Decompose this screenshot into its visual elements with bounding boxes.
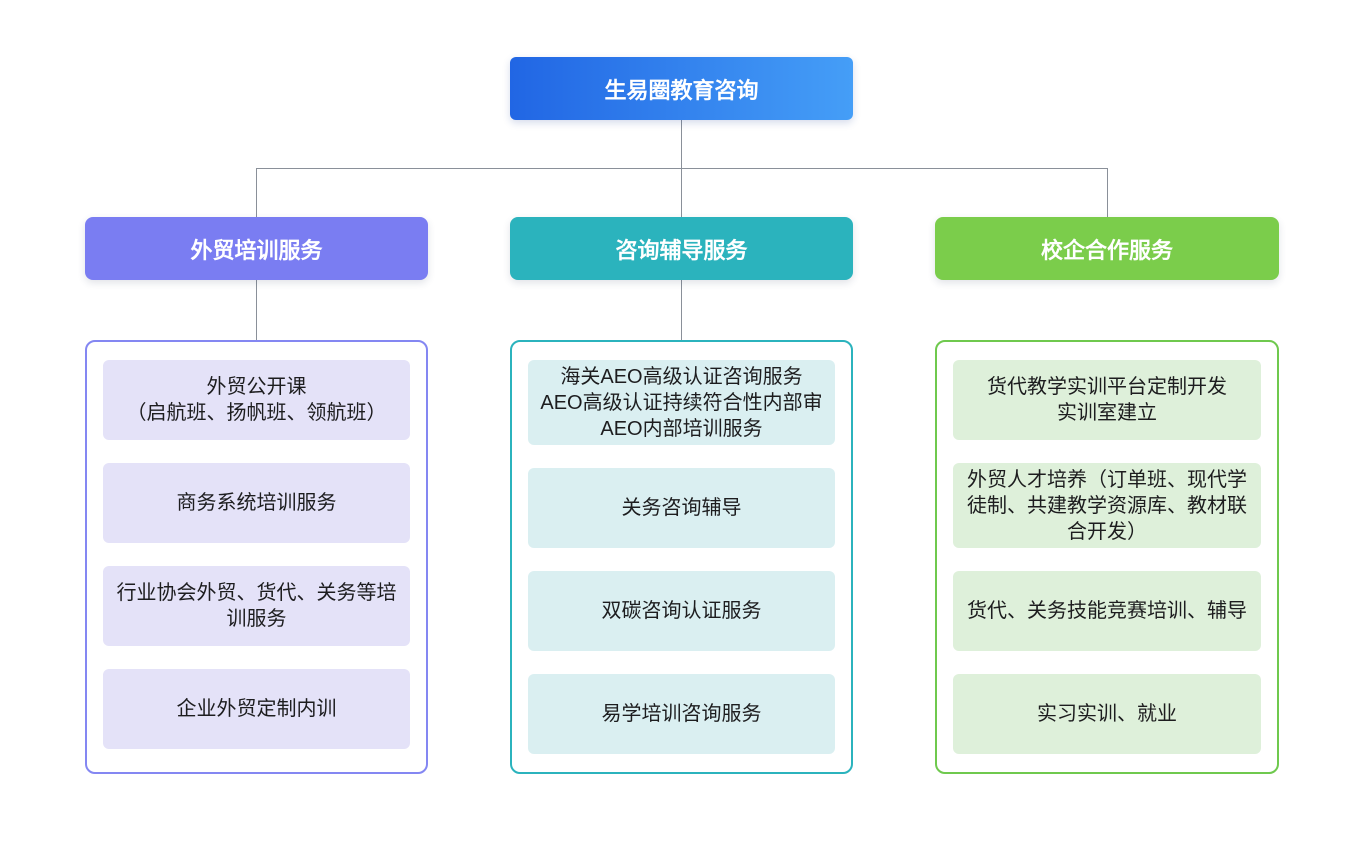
branch-header-school-enterprise: 校企合作服务 bbox=[935, 217, 1279, 280]
branch-container-school-enterprise: 货代教学实训平台定制开发 实训室建立 外贸人才培养（订单班、现代学徒制、共建教学… bbox=[935, 340, 1279, 774]
connector-drop-line-1 bbox=[256, 168, 257, 217]
connector-drop-line-3 bbox=[1107, 168, 1108, 217]
service-item: 货代教学实训平台定制开发 实训室建立 bbox=[953, 360, 1261, 440]
service-item: 企业外贸定制内训 bbox=[103, 669, 410, 749]
branch-header-trade-training: 外贸培训服务 bbox=[85, 217, 428, 280]
connector-subtree-line-2 bbox=[681, 280, 682, 340]
branch-container-consulting-coaching: 海关AEO高级认证咨询服务 AEO高级认证持续符合性内部审 AEO内部培训服务 … bbox=[510, 340, 853, 774]
branch-header-label: 校企合作服务 bbox=[1040, 237, 1173, 263]
service-item: 实习实训、就业 bbox=[953, 674, 1261, 754]
branch-header-consulting-coaching: 咨询辅导服务 bbox=[510, 217, 853, 280]
service-item: 外贸公开课 （启航班、扬帆班、领航班） bbox=[103, 360, 410, 440]
connector-drop-line-2 bbox=[681, 168, 682, 217]
service-item: 商务系统培训服务 bbox=[103, 463, 410, 543]
connector-root-drop-line bbox=[681, 120, 682, 168]
root-node: 生易圈教育咨询 bbox=[510, 57, 853, 120]
root-node-label: 生易圈教育咨询 bbox=[604, 77, 759, 103]
service-item: 关务咨询辅导 bbox=[528, 468, 835, 548]
service-item: 易学培训咨询服务 bbox=[528, 674, 835, 754]
branch-container-trade-training: 外贸公开课 （启航班、扬帆班、领航班） 商务系统培训服务 行业协会外贸、货代、关… bbox=[85, 340, 428, 774]
branch-header-label: 咨询辅导服务 bbox=[615, 237, 748, 263]
service-item: 海关AEO高级认证咨询服务 AEO高级认证持续符合性内部审 AEO内部培训服务 bbox=[528, 360, 835, 445]
service-item: 外贸人才培养（订单班、现代学徒制、共建教学资源库、教材联合开发） bbox=[953, 463, 1261, 548]
service-item: 货代、关务技能竞赛培训、辅导 bbox=[953, 571, 1261, 651]
connector-subtree-line-1 bbox=[256, 280, 257, 340]
service-item: 双碳咨询认证服务 bbox=[528, 571, 835, 651]
branch-header-label: 外贸培训服务 bbox=[190, 237, 323, 263]
service-item: 行业协会外贸、货代、关务等培训服务 bbox=[103, 566, 410, 646]
